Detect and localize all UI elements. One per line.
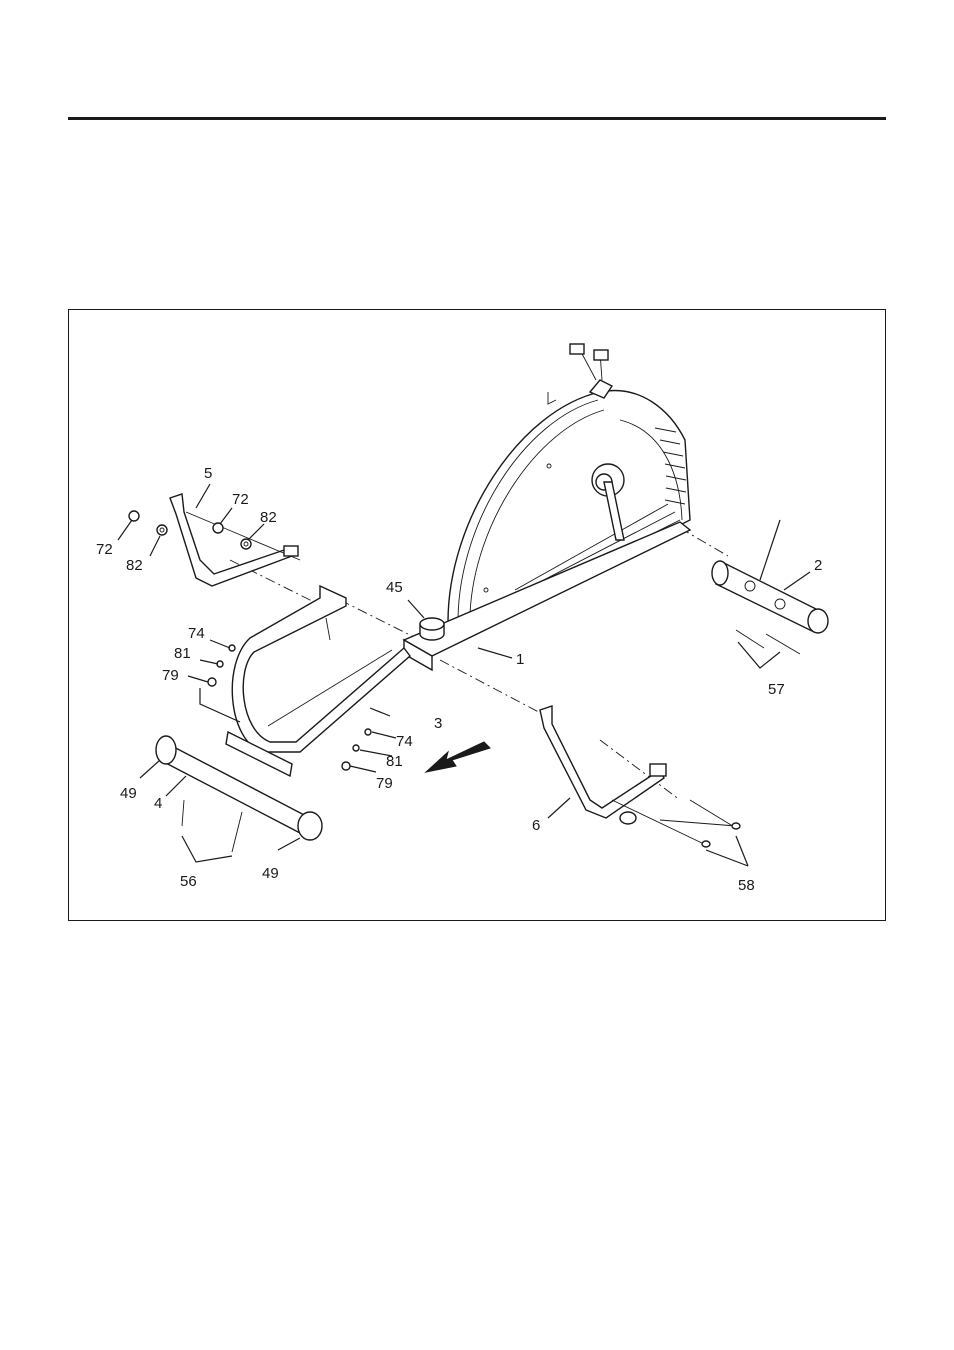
callout-74-upper: 74 <box>188 625 205 642</box>
callout-82-left: 82 <box>126 557 143 574</box>
callout-49-upper: 49 <box>120 785 137 802</box>
callout-74-lower: 74 <box>396 733 413 750</box>
bracket-6 <box>540 706 740 847</box>
callout-58: 58 <box>738 877 755 894</box>
callout-5: 5 <box>204 465 212 482</box>
callout-1: 1 <box>516 651 524 668</box>
callout-3: 3 <box>434 715 442 732</box>
callout-81-lower: 81 <box>386 753 403 770</box>
callout-45: 45 <box>386 579 403 596</box>
callout-labels: 1 2 3 4 5 6 45 49 49 56 57 58 72 72 74 7… <box>96 465 822 894</box>
callout-79-upper: 79 <box>162 667 179 684</box>
callout-56: 56 <box>180 873 197 890</box>
callout-72-right: 72 <box>232 491 249 508</box>
rear-stabilizer-2 <box>712 561 828 654</box>
callout-6: 6 <box>532 817 540 834</box>
callout-82-right: 82 <box>260 509 277 526</box>
callout-81-upper: 81 <box>174 645 191 662</box>
front-frame-3 <box>232 586 410 752</box>
knob-45 <box>420 618 444 640</box>
callout-57: 57 <box>768 681 785 698</box>
callout-72-left: 72 <box>96 541 113 558</box>
direction-arrow-icon <box>426 742 490 772</box>
callout-4: 4 <box>154 795 162 812</box>
callout-79-lower: 79 <box>376 775 393 792</box>
callout-2: 2 <box>814 557 822 574</box>
callout-49-lower: 49 <box>262 865 279 882</box>
